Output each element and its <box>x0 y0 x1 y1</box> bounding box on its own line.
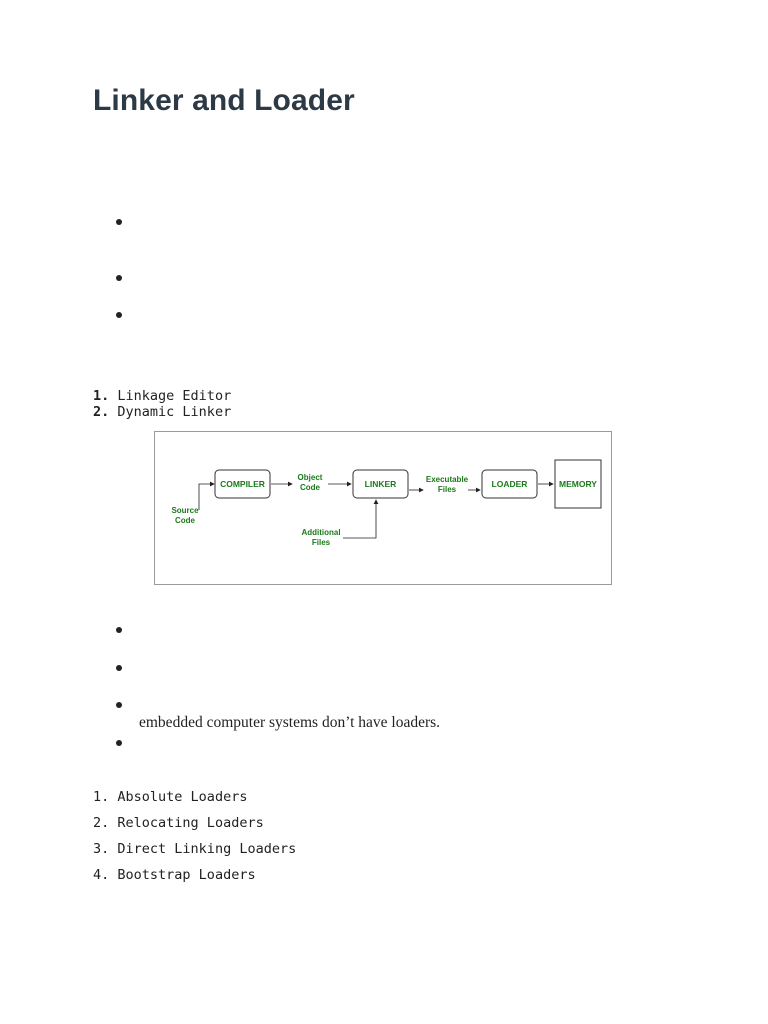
source-arrow <box>198 481 215 510</box>
list-bullet <box>116 312 122 318</box>
list-item: 1. Linkage Editor <box>93 388 232 404</box>
list-bullet <box>116 665 122 671</box>
memory-label: MEMORY <box>559 479 597 489</box>
list-item: 3. Direct Linking Loaders <box>93 841 297 857</box>
linker-loader-diagram: COMPILER LINKER LOADER MEMORY Source Cod… <box>154 431 612 585</box>
source-label-line2: Code <box>175 516 196 525</box>
list-bullet <box>116 740 122 746</box>
list-item: 4. Bootstrap Loaders <box>93 867 256 883</box>
linker-label: LINKER <box>365 479 397 489</box>
executable-label-line1: Executable <box>426 475 469 484</box>
linker-box <box>352 469 409 499</box>
loader-note-text: embedded computer systems don’t have loa… <box>139 714 441 731</box>
loader-box <box>481 469 538 499</box>
list-item: 2. Dynamic Linker <box>93 404 232 420</box>
additional-label-line1: Additional <box>301 528 340 537</box>
compiler-box <box>214 469 271 499</box>
list-bullet <box>116 275 122 281</box>
additional-label-line2: Files <box>312 538 331 547</box>
list-bullet <box>116 219 122 225</box>
loader-label: LOADER <box>492 479 528 489</box>
object-label-line1: Object <box>298 473 323 482</box>
executable-label-line2: Files <box>438 485 457 494</box>
memory-box <box>554 459 602 509</box>
compiler-label: COMPILER <box>220 479 265 489</box>
list-bullet <box>116 627 122 633</box>
page-title: Linker and Loader <box>93 84 355 117</box>
object-label-line2: Code <box>300 483 321 492</box>
list-item: 2. Relocating Loaders <box>93 815 264 831</box>
source-label-line1: Source <box>171 506 199 515</box>
list-bullet <box>116 702 122 708</box>
list-item: 1. Absolute Loaders <box>93 789 248 805</box>
additional-arrow <box>343 499 379 539</box>
